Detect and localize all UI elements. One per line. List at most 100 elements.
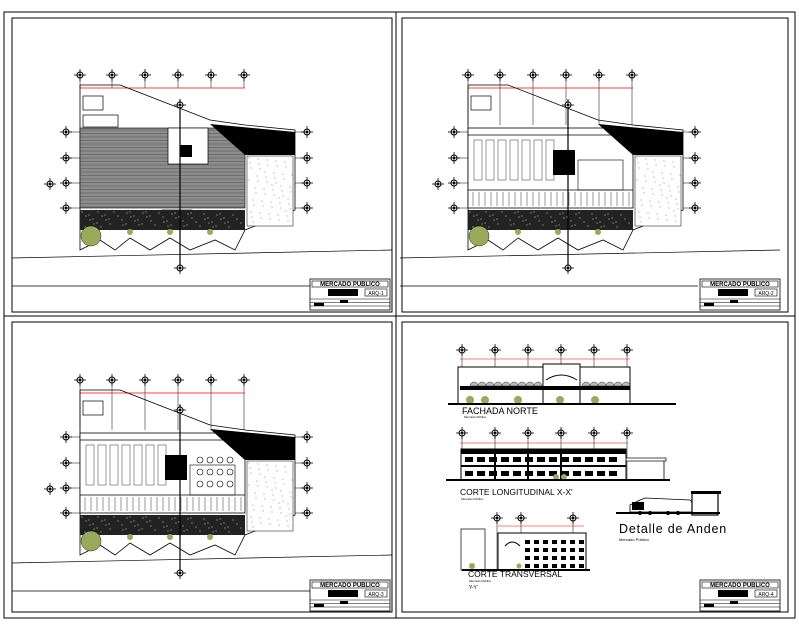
- stipple: [138, 529, 140, 531]
- stipple: [248, 157, 250, 159]
- stipple: [259, 517, 261, 519]
- title-fill: [718, 289, 748, 296]
- stall-block: [145, 444, 155, 486]
- grid-axis-marker: [562, 262, 574, 274]
- stipple: [289, 208, 291, 210]
- planting-strip: [468, 210, 633, 230]
- stipple: [570, 220, 572, 222]
- stipple: [85, 215, 87, 217]
- stipple: [261, 505, 263, 507]
- title-cell: [314, 303, 324, 306]
- stipple: [269, 218, 271, 220]
- stipple: [518, 216, 520, 218]
- stipple: [595, 217, 597, 219]
- garden-area: [634, 155, 682, 227]
- project-name: MERCADO PUBLICO: [320, 583, 380, 589]
- stipple: [166, 220, 168, 222]
- stipple: [252, 221, 254, 223]
- stipple: [133, 215, 135, 217]
- stipple: [591, 213, 593, 215]
- stipple: [134, 220, 136, 222]
- window: [573, 471, 581, 476]
- label-corte-longitudinal-sub: Mercado Público: [461, 497, 484, 501]
- stipple: [212, 226, 214, 228]
- table: [216, 480, 224, 488]
- label-corte-transversal-sub: Mercado Público: [469, 579, 492, 583]
- window: [552, 564, 557, 568]
- axis-dot: [466, 73, 470, 77]
- stipple: [678, 191, 680, 193]
- grid-axis-marker: [456, 427, 468, 439]
- stall-block: [485, 139, 495, 181]
- table: [216, 468, 224, 476]
- stipple: [125, 528, 127, 530]
- panel-border: [401, 17, 789, 313]
- stipple: [228, 226, 230, 228]
- stipple: [275, 487, 277, 489]
- stipple: [257, 180, 259, 182]
- grid-axis-marker: [44, 483, 56, 495]
- stipple: [665, 214, 667, 216]
- window: [585, 471, 593, 476]
- stipple: [149, 215, 151, 217]
- stipple: [270, 201, 272, 203]
- stipple: [484, 222, 486, 224]
- sheet-number: ARQ-3: [368, 592, 384, 598]
- table: [206, 468, 214, 476]
- stipple: [208, 527, 210, 529]
- grid-axis-marker: [174, 567, 186, 579]
- axis-dot: [526, 348, 530, 352]
- stipple: [97, 516, 99, 518]
- stall-block: [121, 444, 131, 486]
- stipple: [191, 522, 193, 524]
- stipple: [654, 181, 656, 183]
- grid-axis-marker: [489, 427, 501, 439]
- stipple: [199, 225, 201, 227]
- stipple: [480, 218, 482, 220]
- entrance-arch: [545, 374, 578, 381]
- stipple: [282, 173, 284, 175]
- window: [489, 471, 497, 476]
- roof-hatch: [79, 127, 246, 209]
- title-fill: [328, 289, 358, 296]
- stipple: [514, 212, 516, 214]
- stipple: [501, 211, 503, 213]
- stipple: [282, 195, 284, 197]
- stipple: [526, 224, 528, 226]
- column: [560, 449, 562, 480]
- window: [579, 564, 584, 568]
- stipple: [163, 526, 165, 528]
- stipple: [109, 223, 111, 225]
- stipple: [675, 220, 677, 222]
- stipple: [288, 203, 290, 205]
- grid-axis-marker: [174, 262, 186, 274]
- axis-dot: [460, 348, 464, 352]
- stipple: [538, 220, 540, 222]
- stipple: [228, 531, 230, 533]
- stipple: [677, 186, 679, 188]
- project-box: [701, 280, 779, 288]
- stall-block: [85, 444, 95, 486]
- stipple: [162, 521, 164, 523]
- window: [570, 556, 575, 560]
- stipple: [240, 527, 242, 529]
- axis-dot: [564, 73, 568, 77]
- stipple: [162, 216, 164, 218]
- stipple: [211, 221, 213, 223]
- stipple: [264, 476, 266, 478]
- shrub: [481, 396, 489, 404]
- window: [561, 540, 566, 544]
- stipple: [207, 522, 209, 524]
- stipple: [268, 518, 270, 520]
- shrub: [167, 534, 173, 540]
- stipple: [599, 221, 601, 223]
- axis-dot: [625, 348, 629, 352]
- stipple: [97, 211, 99, 213]
- grid-axis-marker: [527, 69, 539, 81]
- stipple: [291, 174, 293, 176]
- tree: [80, 225, 102, 247]
- project-name: MERCADO PUBLICO: [320, 282, 380, 288]
- stipple: [141, 223, 143, 225]
- stipple: [280, 185, 282, 187]
- label-fachada-norte-sub: Mercado Público: [464, 415, 487, 419]
